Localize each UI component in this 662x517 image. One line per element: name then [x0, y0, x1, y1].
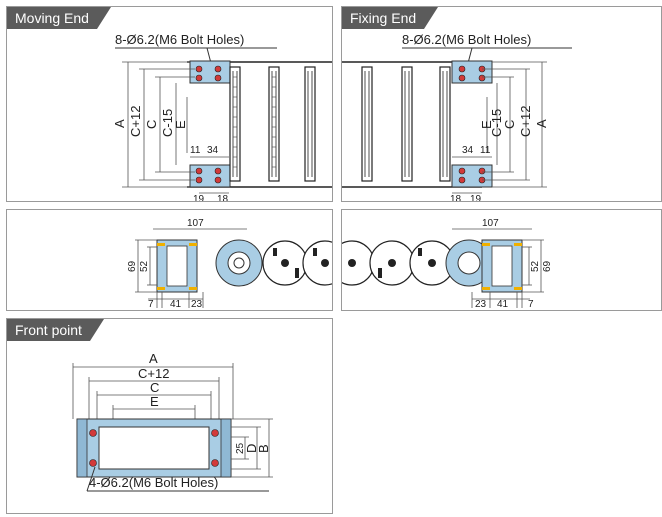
fixing-side-dim-69: 69: [542, 260, 553, 272]
front-point-holes-label: 4-Ø6.2(M6 Bolt Holes): [89, 475, 218, 490]
fixing-end-dim-A: A: [534, 119, 549, 128]
moving-end-holes-label: 8-Ø6.2(M6 Bolt Holes): [115, 32, 244, 47]
moving-side-dim-69: 69: [127, 260, 138, 272]
moving-side-drawing: 107 69 52: [127, 218, 332, 310]
fixing-side-dim-52: 52: [530, 260, 541, 272]
front-point-drawing: A C+12 C E 25 D B 4-Ø6.2(M6 Bolt Holes): [72, 351, 273, 492]
moving-end-dim-11: 11: [190, 145, 201, 156]
moving-end-dim-19: 19: [193, 194, 205, 202]
front-point-dim-E: E: [150, 394, 159, 409]
front-point-panel: Front point A C+12 C E: [6, 318, 333, 514]
fixing-end-title: Fixing End: [342, 7, 439, 29]
fixing-end-dim-19: 19: [470, 194, 482, 202]
fixing-side-dim-7: 7: [528, 299, 534, 310]
moving-end-dim-C15: C-15: [160, 109, 175, 137]
fixing-end-dim-E: E: [479, 120, 494, 129]
fixing-end-panel: Fixing End 8-Ø6.2(M6 Bolt Holes): [341, 6, 662, 202]
front-point-dim-25: 25: [235, 442, 246, 454]
fixing-side-dim-41: 41: [497, 299, 509, 310]
front-point-dim-B: B: [256, 444, 271, 453]
moving-end-dim-18: 18: [217, 194, 229, 202]
fixing-end-drawing: 8-Ø6.2(M6 Bolt Holes): [342, 32, 572, 202]
fixing-side-panel: 107 52 69 23 41 7: [341, 209, 662, 311]
moving-side-dim-41: 41: [170, 299, 182, 310]
front-point-dim-C12: C+12: [138, 366, 169, 381]
fixing-end-holes-label: 8-Ø6.2(M6 Bolt Holes): [402, 32, 531, 47]
fixing-side-dim-23: 23: [475, 299, 487, 310]
moving-side-dim-7: 7: [148, 299, 154, 310]
fixing-end-dim-C12: C+12: [518, 106, 533, 137]
moving-end-dim-34: 34: [207, 145, 219, 156]
moving-side-dim-107: 107: [187, 218, 204, 229]
moving-end-panel: Moving End 8-Ø6.2(M6 Bolt Holes): [6, 6, 333, 202]
fixing-end-dim-C: C: [502, 120, 517, 129]
fixing-end-dim-C15: C-15: [489, 109, 504, 137]
front-point-dim-A: A: [149, 351, 158, 366]
fixing-side-dim-107: 107: [482, 218, 499, 229]
fixing-end-dim-11: 11: [480, 145, 491, 156]
front-point-dim-C: C: [150, 380, 159, 395]
moving-end-dim-C12: C+12: [128, 106, 143, 137]
moving-side-dim-52: 52: [139, 260, 150, 272]
moving-end-dim-A: A: [112, 119, 127, 128]
fixing-side-drawing: 107 52 69 23 41 7: [342, 218, 553, 310]
moving-end-dim-E: E: [173, 120, 188, 129]
front-point-dim-D: D: [244, 444, 259, 453]
moving-end-drawing: 8-Ø6.2(M6 Bolt Holes): [112, 32, 332, 202]
front-point-title: Front point: [7, 319, 104, 341]
moving-side-dim-23: 23: [191, 299, 203, 310]
moving-side-panel: 107 69 52: [6, 209, 333, 311]
moving-end-dim-C: C: [144, 120, 159, 129]
fixing-end-dim-18: 18: [450, 194, 462, 202]
fixing-end-dim-34: 34: [462, 145, 474, 156]
moving-end-title: Moving End: [7, 7, 111, 29]
